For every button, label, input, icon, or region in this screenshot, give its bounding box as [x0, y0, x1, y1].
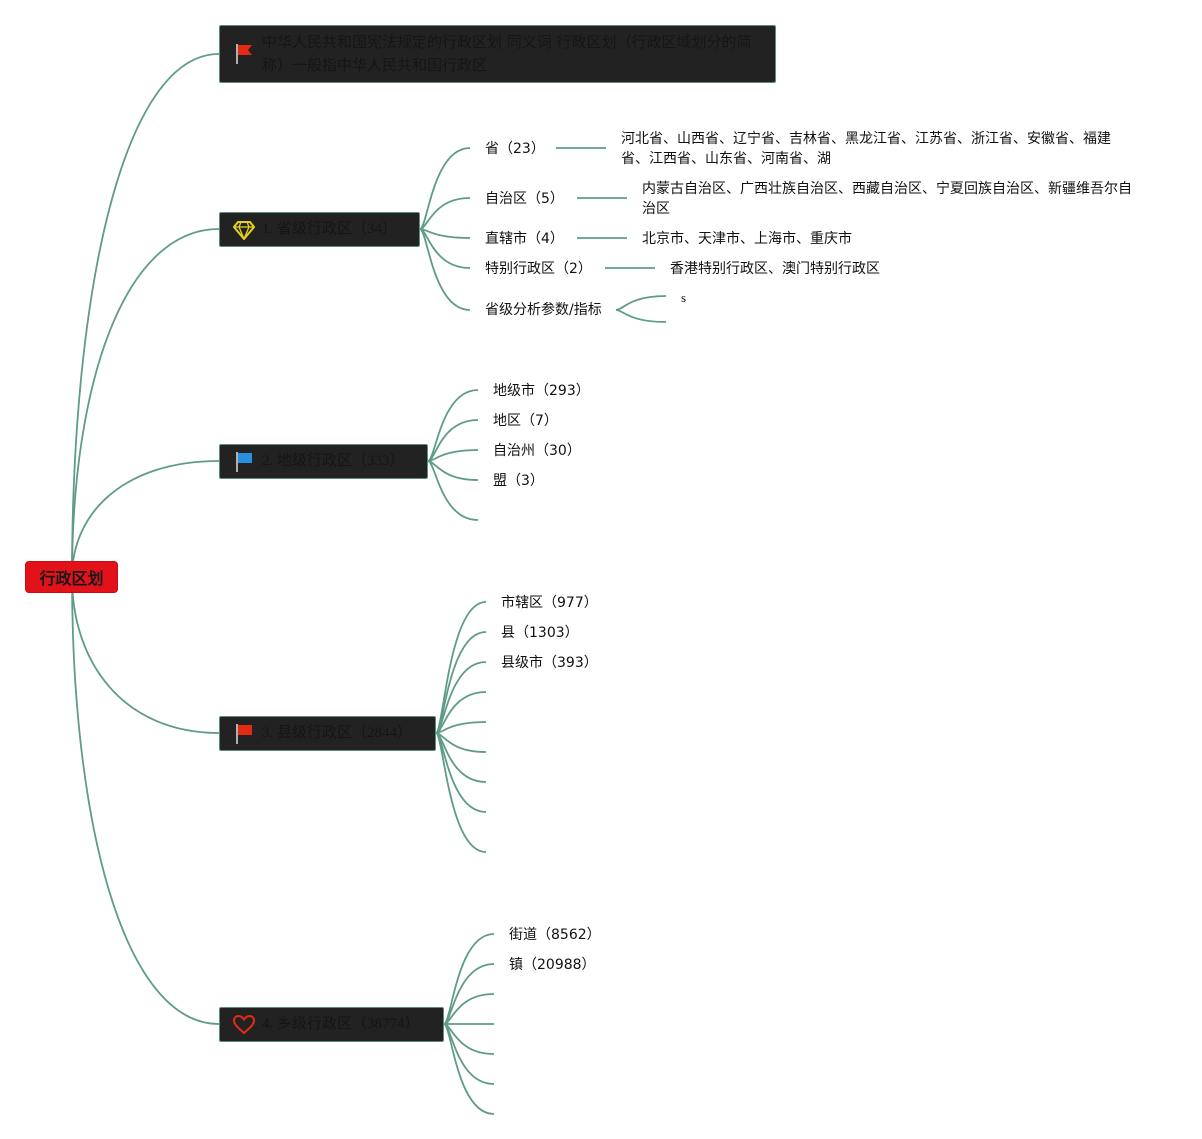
subtopic-county-city[interactable]: 县级市（393） — [501, 655, 598, 671]
subtopic-provincial-metrics[interactable]: 省级分析参数/指标 — [485, 302, 602, 318]
topic-label: 4. 乡级行政区（38774） — [262, 1016, 420, 1032]
flag-red-icon — [232, 723, 256, 745]
edge-prefecture-child — [427, 460, 479, 521]
topic-label: 1. 省级行政区（34） — [262, 221, 398, 237]
detail-province-list: 河北省、山西省、辽宁省、吉林省、黑龙江省、江苏省、浙江省、安徽省、福建省、江西省… — [621, 131, 1111, 167]
edge-township-child — [443, 1023, 495, 1115]
topic-county[interactable]: 3. 县级行政区（2844） — [219, 716, 436, 751]
root-node[interactable]: 行政区划 — [25, 561, 118, 593]
subtopic-subdistrict[interactable]: 街道（8562） — [509, 927, 601, 943]
edge-metrics-child — [615, 309, 667, 323]
root-label: 行政区划 — [39, 569, 104, 588]
edge-provincial-child — [419, 197, 471, 230]
edge-root-provincial — [71, 228, 220, 578]
subtopic-league[interactable]: 盟（3） — [493, 473, 544, 489]
edge-root-township — [71, 576, 220, 1025]
edge-provincial-child — [419, 147, 471, 230]
edge-root-prefecture — [71, 460, 220, 578]
subtopic-autonomous-region[interactable]: 自治区（5） — [485, 191, 564, 207]
topic-prefecture[interactable]: 2. 地级行政区（333） — [219, 444, 428, 479]
detail-sar-list: 香港特别行政区、澳门特别行政区 — [670, 261, 880, 277]
topic-label: 3. 县级行政区（2844） — [262, 725, 413, 741]
edge-prefecture-child — [427, 419, 479, 462]
topic-township[interactable]: 4. 乡级行政区（38774） — [219, 1007, 444, 1042]
subtopic-sar[interactable]: 特别行政区（2） — [485, 261, 592, 277]
detail-autonomous-region-list: 内蒙古自治区、广西壮族自治区、西藏自治区、宁夏回族自治区、新疆维吾尔自治区 — [642, 181, 1132, 217]
note-text: 中华人民共和国宪法规定的行政区划 同义词 行政区划（行政区域划分的简称）一般指中… — [262, 33, 752, 74]
edge-root-county — [71, 576, 220, 734]
subtopic-province[interactable]: 省（23） — [485, 141, 545, 157]
diamond-icon — [232, 220, 256, 240]
subtopic-district[interactable]: 市辖区（977） — [501, 595, 598, 611]
metrics-sub-item[interactable]: s — [681, 290, 687, 305]
detail-municipality-list: 北京市、天津市、上海市、重庆市 — [642, 231, 852, 247]
edge-metrics-child — [615, 295, 667, 311]
edge-root-note — [71, 53, 220, 578]
edge-county-child — [435, 732, 487, 853]
subtopic-autonomous-prefecture[interactable]: 自治州（30） — [493, 443, 581, 459]
topic-label: 2. 地级行政区（333） — [262, 453, 405, 469]
subtopic-town[interactable]: 镇（20988） — [509, 957, 596, 973]
flag-red-icon — [232, 43, 256, 65]
heart-icon — [232, 1014, 256, 1035]
subtopic-prefecture-city[interactable]: 地级市（293） — [493, 383, 590, 399]
edge-provincial-child — [419, 228, 471, 311]
topic-provincial[interactable]: 1. 省级行政区（34） — [219, 212, 420, 247]
subtopic-municipality[interactable]: 直辖市（4） — [485, 231, 564, 247]
subtopic-prefecture-region[interactable]: 地区（7） — [493, 413, 558, 429]
flag-blue-icon — [232, 451, 256, 473]
note-topic[interactable]: 中华人民共和国宪法规定的行政区划 同义词 行政区划（行政区域划分的简称）一般指中… — [219, 25, 776, 83]
subtopic-county[interactable]: 县（1303） — [501, 625, 579, 641]
